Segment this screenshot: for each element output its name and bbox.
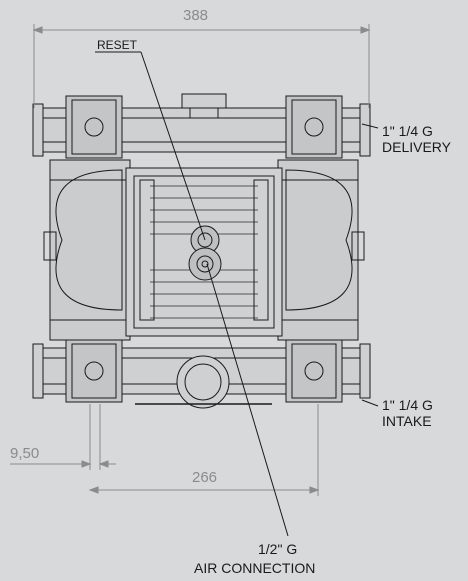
leader-lines bbox=[95, 51, 379, 537]
foot-span-dimension: 266 bbox=[192, 469, 218, 486]
intake-size-label: 1" 1/4 G bbox=[382, 397, 433, 413]
delivery-manifold bbox=[32, 93, 371, 159]
air-size-label: 1/2" G bbox=[258, 541, 298, 557]
central-body bbox=[125, 167, 283, 337]
dimension-lines bbox=[10, 24, 371, 496]
overall-width-dimension: 388 bbox=[183, 7, 209, 24]
delivery-size-label: 1" 1/4 G bbox=[382, 123, 433, 139]
intake-manifold bbox=[32, 339, 371, 409]
delivery-label: DELIVERY bbox=[382, 139, 451, 155]
right-chamber bbox=[277, 159, 365, 341]
air-connection-label: AIR CONNECTION bbox=[194, 560, 316, 576]
port-offset-dimension: 9,50 bbox=[10, 445, 40, 462]
reset-label: RESET bbox=[97, 38, 138, 52]
left-chamber bbox=[43, 159, 131, 341]
intake-label: INTAKE bbox=[382, 413, 432, 429]
